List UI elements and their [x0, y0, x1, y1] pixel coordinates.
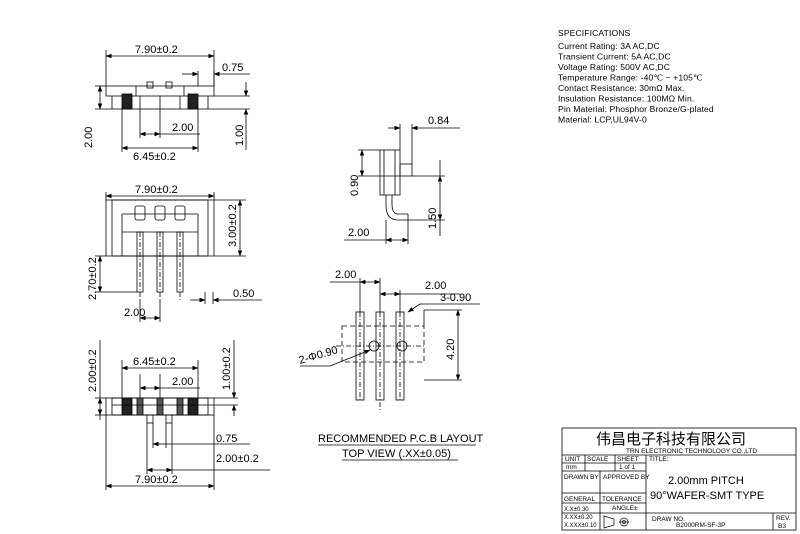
- dim-top-075: 0.75: [222, 62, 243, 74]
- dim-pcb-pitch-b: 2.00: [425, 280, 446, 292]
- title-label: TITLE:: [649, 456, 669, 463]
- spec-pin-material: Pin Material: Phosphor Bronze/G-plated: [558, 104, 714, 114]
- approved-by-label: APPROVED BY: [603, 474, 650, 481]
- dim-bot-100: 1.00±0.2: [221, 347, 233, 390]
- dim-pcb-420: 4.20: [445, 339, 457, 360]
- spec-transient-current: Transient Current: 5A AC,DC: [558, 52, 671, 62]
- title-block: [561, 427, 797, 531]
- tolerance-label: TOLERANCE: [602, 496, 642, 503]
- dim-top-width: 7.90±0.2: [135, 44, 178, 56]
- dim-side-090: 0.90: [349, 175, 361, 196]
- unit-value: mm: [566, 464, 577, 471]
- specifications-block: SPECIFICATIONS Current Rating: 3A AC,DC …: [558, 28, 714, 125]
- dim-pcb-hole: 2-Φ0.90: [298, 344, 340, 367]
- scale-label: SCALE: [587, 456, 609, 463]
- pcb-layout-title: RECOMMENDED P.C.B LAYOUT: [318, 433, 484, 445]
- dim-mid-pitch: 2.00: [124, 307, 145, 319]
- draw-no-value: B2000RM-SF-3P: [676, 522, 726, 529]
- dim-bot-pitch: 2.00: [172, 376, 193, 388]
- dim-top-pitch: 2.00: [172, 122, 193, 134]
- top-view-title: TOP VIEW (.XX±0.05): [342, 448, 451, 460]
- spec-material: Material: LCP,UL94V-0: [558, 115, 647, 125]
- dim-mid-300: 3.00±0.2: [227, 204, 239, 247]
- company-name-cn: 伟昌电子科技有限公司: [596, 431, 746, 448]
- dim-bot-width: 7.90±0.2: [135, 474, 178, 486]
- dim-top-645: 6.45±0.2: [133, 151, 176, 163]
- dim-pcb-pitch-a: 2.00: [335, 269, 356, 281]
- dim-bot-200v: 2.00±0.2: [87, 349, 99, 392]
- front-view-bottom: [95, 340, 270, 490]
- drawn-by-label: DRAWN BY: [564, 474, 599, 481]
- product-title-line-2: 90°WAFER-SMT TYPE: [650, 490, 764, 502]
- general-label: GENERAL: [564, 496, 595, 503]
- draw-no-label: DRAW NO.: [652, 516, 685, 523]
- projection-symbol-icon: [603, 515, 629, 529]
- dim-side-200: 2.00: [348, 227, 369, 239]
- dim-top-100: 1.00: [234, 125, 246, 146]
- dim-bot-645: 6.45±0.2: [133, 356, 176, 368]
- spec-insulation-resistance: Insulation Resistance: 100MΩ Min.: [558, 94, 694, 104]
- spec-current-rating: Current Rating: 3A AC,DC: [558, 41, 660, 51]
- dim-mid-width: 7.90±0.2: [135, 184, 178, 196]
- spec-temperature-range: Temperature Range: -40℃ ~ +105℃: [558, 73, 703, 83]
- tolerance-1: X.X±0.30: [564, 507, 589, 513]
- dim-mid-270: 2.70±0.2: [87, 257, 99, 300]
- side-view: [344, 124, 460, 244]
- dim-mid-050: 0.50: [233, 288, 254, 300]
- dim-pcb-3090: 3-0.90: [440, 292, 471, 304]
- tolerance-3: X.XXX±0.10: [564, 523, 597, 529]
- spec-contact-resistance: Contact Resistance: 30mΩ Max.: [558, 83, 684, 93]
- top-view-body: [95, 192, 262, 322]
- dim-top-height: 2.00: [83, 127, 95, 148]
- sheet-value: 1 of 1: [619, 464, 636, 471]
- rev-label: REV.: [776, 515, 791, 522]
- dim-side-084: 0.84: [428, 115, 449, 127]
- dim-side-150: 1.50: [427, 208, 439, 229]
- specifications-heading: SPECIFICATIONS: [558, 28, 631, 38]
- dim-bot-075: 0.75: [216, 433, 237, 445]
- dim-bot-200w: 2.00±0.2: [216, 453, 259, 465]
- sheet-label: SHEET: [617, 456, 639, 463]
- company-name-en: TRN ELECTRONIC TECHNOLOGY CO.,LTD: [626, 448, 757, 455]
- spec-voltage-rating: Voltage Rating: 500V AC,DC: [558, 62, 670, 72]
- angle-label: ANGLE±: [612, 505, 638, 512]
- front-view-top: [95, 50, 250, 152]
- product-title-line-1: 2.00mm PITCH: [668, 475, 744, 487]
- tolerance-2: X.XX±0.20: [564, 515, 593, 521]
- rev-value: B3: [778, 523, 786, 530]
- pcb-layout: [300, 278, 480, 412]
- unit-label: UNIT: [565, 456, 580, 463]
